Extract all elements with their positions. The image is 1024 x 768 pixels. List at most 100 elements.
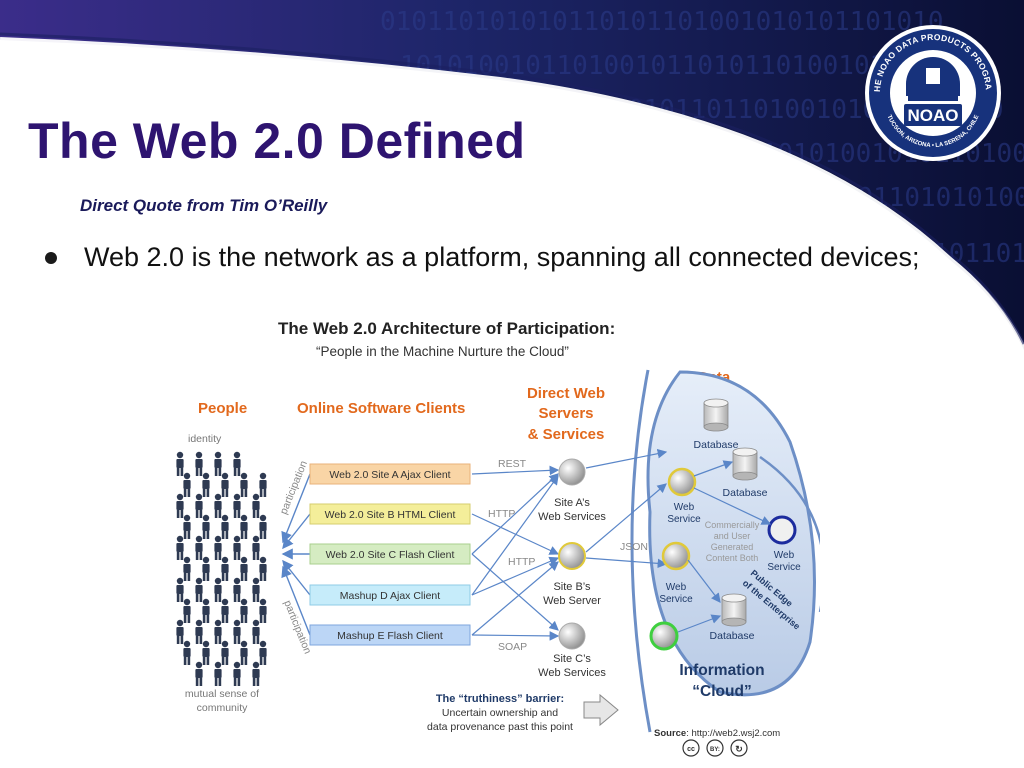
person-icon xyxy=(252,577,260,602)
person-icon xyxy=(214,577,222,602)
person-icon xyxy=(259,598,267,623)
server-label: Site C’s xyxy=(553,653,591,665)
server-label: Web Server xyxy=(543,595,601,607)
person-icon xyxy=(202,472,210,497)
person-icon xyxy=(202,514,210,539)
truthiness-text: Uncertain ownership and xyxy=(442,707,558,719)
person-icon xyxy=(221,598,229,623)
person-icon xyxy=(240,640,248,665)
person-icon xyxy=(233,451,241,476)
person-icon xyxy=(176,451,184,476)
person-icon xyxy=(233,577,241,602)
database-icon xyxy=(732,447,758,481)
person-icon xyxy=(259,514,267,539)
diagram-subtitle: “People in the Machine Nurture the Cloud… xyxy=(316,344,569,359)
client-label: Mashup D Ajax Client xyxy=(340,590,440,602)
community-label: community xyxy=(197,702,249,714)
client-box xyxy=(309,624,471,646)
bullet-icon xyxy=(45,252,57,264)
person-icon xyxy=(240,472,248,497)
header-servers: Servers xyxy=(538,405,593,422)
protocol-label: HTTP xyxy=(488,508,515,520)
person-icon xyxy=(176,577,184,602)
creative-commons-icons: cc BY: ↻ xyxy=(682,739,748,757)
person-icon xyxy=(202,598,210,623)
web-service-icon xyxy=(661,541,691,571)
person-icon xyxy=(221,472,229,497)
noao-logo: THE NOAO DATA PRODUCTS PROGRAM TUCSON, A… xyxy=(862,22,1001,161)
community-label: mutual sense of xyxy=(185,688,259,700)
protocol-label: REST xyxy=(498,458,527,470)
person-icon xyxy=(240,556,248,581)
slide-subtitle: Direct Quote from Tim O’Reilly xyxy=(80,196,328,215)
person-icon xyxy=(259,640,267,665)
person-icon xyxy=(233,535,241,560)
person-icon xyxy=(221,556,229,581)
person-icon xyxy=(202,640,210,665)
web-service-label: Service xyxy=(667,514,701,525)
client-label: Web 2.0 Site B HTML Client xyxy=(325,509,456,521)
binary-row: 010110101010110101101001010101101010 xyxy=(380,7,944,37)
header-clients: Online Software Clients xyxy=(297,400,465,417)
web-service-icon xyxy=(649,621,679,651)
person-icon xyxy=(176,493,184,518)
person-icon xyxy=(214,493,222,518)
client-box xyxy=(309,503,471,525)
diagram-title: The Web 2.0 Architecture of Participatio… xyxy=(278,319,615,338)
arrow-right-icon xyxy=(583,693,619,727)
person-icon xyxy=(176,535,184,560)
client-label: Mashup E Flash Client xyxy=(337,630,443,642)
person-icon xyxy=(183,514,191,539)
person-icon xyxy=(240,514,248,539)
share-alike-icon: ↻ xyxy=(735,744,743,754)
server-label: Web Services xyxy=(538,511,606,523)
person-icon xyxy=(195,451,203,476)
web-service-label: Web xyxy=(774,550,795,561)
web-service-label: Web xyxy=(674,502,695,513)
person-icon xyxy=(252,661,260,686)
database-label: Database xyxy=(710,630,755,642)
cloud-title: Information xyxy=(679,662,764,679)
bullet-text: Web 2.0 is the network as a platform, sp… xyxy=(84,242,920,272)
architecture-diagram: The Web 2.0 Architecture of Participatio… xyxy=(176,319,820,757)
web-service-icon xyxy=(667,467,697,497)
database-label: Database xyxy=(723,487,768,499)
client-box xyxy=(309,584,471,606)
person-icon xyxy=(252,535,260,560)
server-label: Web Services xyxy=(538,667,606,679)
person-icon xyxy=(183,472,191,497)
cloud-note: Content Both xyxy=(706,553,759,563)
cloud-note: Commercially xyxy=(705,520,760,530)
client-box xyxy=(309,463,471,485)
database-icon xyxy=(721,593,747,627)
header-people: People xyxy=(198,400,247,417)
web-service-label: Service xyxy=(767,562,801,573)
person-icon xyxy=(252,493,260,518)
web-service-icon xyxy=(767,515,797,545)
server-label: Site A’s xyxy=(554,497,590,509)
database-icon xyxy=(703,398,729,432)
person-icon xyxy=(240,598,248,623)
cloud-title: “Cloud” xyxy=(692,683,751,700)
person-icon xyxy=(221,514,229,539)
person-icon xyxy=(176,619,184,644)
client-label: Web 2.0 Site A Ajax Client xyxy=(329,469,450,481)
person-icon xyxy=(259,472,267,497)
by-icon: BY: xyxy=(710,747,720,753)
web-service-label: Web xyxy=(666,582,687,593)
cloud-note: Generated xyxy=(711,542,754,552)
person-icon xyxy=(195,535,203,560)
cloud-note: and User xyxy=(714,531,751,541)
person-icon xyxy=(202,556,210,581)
header-servers: & Services xyxy=(528,426,605,443)
server-sphere-icon xyxy=(558,622,586,650)
person-icon xyxy=(195,661,203,686)
participation-label: participation xyxy=(281,599,313,656)
truthiness-text: data provenance past this point xyxy=(427,721,573,733)
cc-icon: cc xyxy=(687,746,695,753)
logo-name: NOAO xyxy=(908,106,959,125)
person-icon xyxy=(214,661,222,686)
header-servers: Direct Web xyxy=(527,385,605,402)
source-text: Source: http://web2.wsj2.com xyxy=(654,728,780,739)
client-box xyxy=(309,543,471,565)
